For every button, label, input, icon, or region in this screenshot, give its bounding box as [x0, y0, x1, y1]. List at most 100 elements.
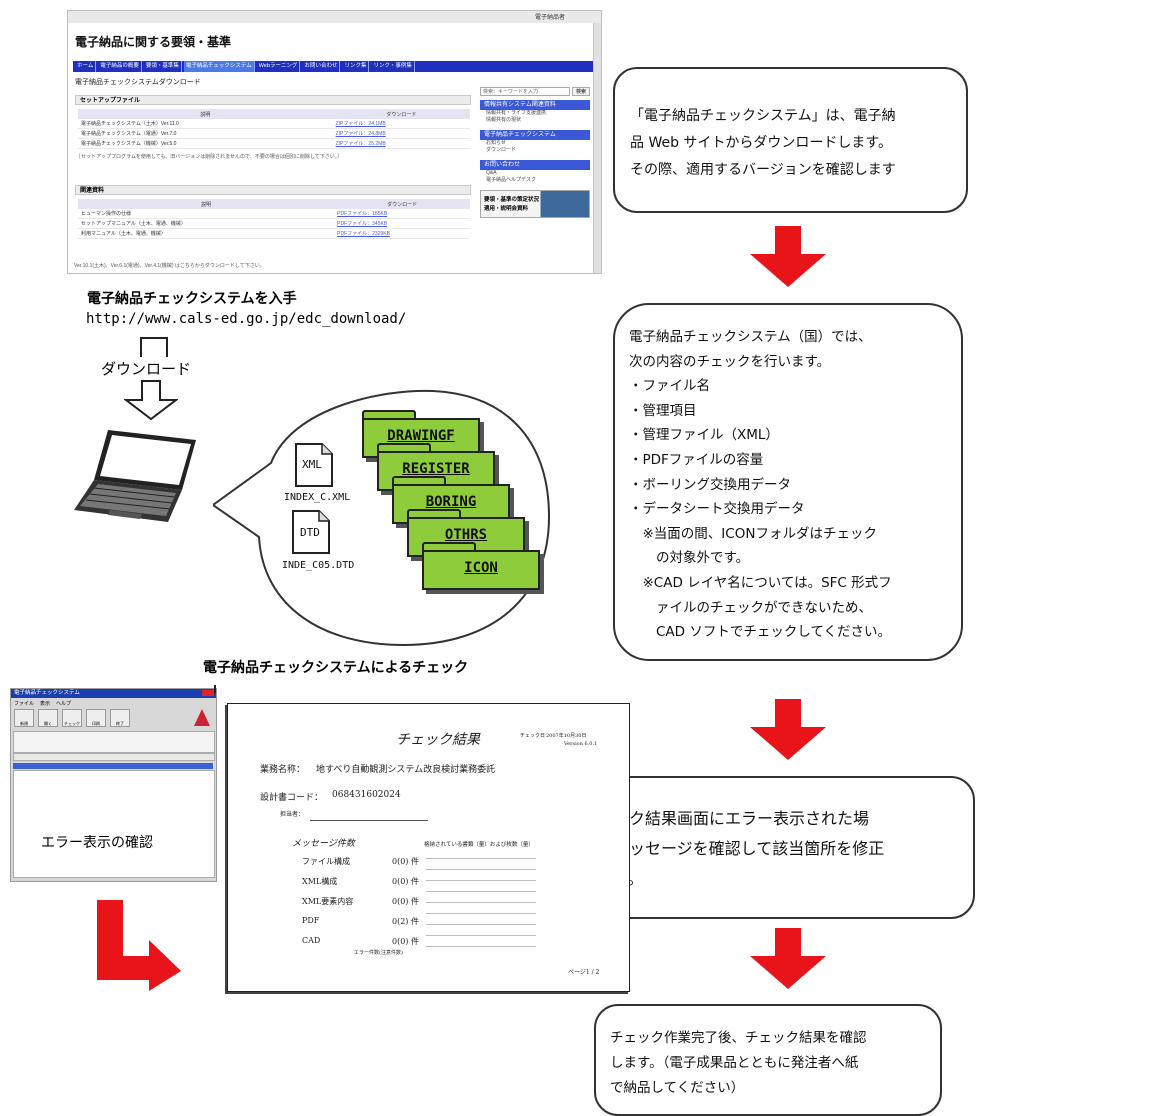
search-input[interactable]: 検索：キーワードを入力 [480, 87, 570, 96]
banner-line: 要領・基準の策定状況 [484, 197, 540, 203]
cursor-mark [214, 685, 216, 693]
sidebar-banner[interactable]: 要領・基準の策定状況 適用・説明会資料 [480, 190, 590, 218]
utility-link[interactable]: 電子納品者 [534, 15, 565, 21]
download-caption: 電子納品チェックシステムを入手 [87, 291, 297, 307]
download-link[interactable]: ZIPファイル：25.2MB [332, 138, 470, 149]
search-button[interactable]: 検索 [572, 87, 590, 96]
dtd-file-icon [292, 510, 330, 554]
row-desc: ヒューマン操作の仕様 [78, 209, 335, 219]
scrollbar[interactable] [593, 23, 601, 273]
menu-file[interactable]: ファイル [14, 701, 35, 707]
col-header-desc: 説明 [78, 199, 335, 209]
callout-line: します。（電子成果品とともに発注者へ紙 [610, 1055, 859, 1071]
callout-line: 品 Web サイトからダウンロードします。 [630, 135, 893, 151]
callout-line: ・管理ファイル（XML） [629, 427, 779, 444]
tool-print-button[interactable]: 印刷 [86, 709, 106, 727]
callout-complete: チェック作業完了後、チェック結果を確認 します。（電子成果品とともに発注者へ紙 … [594, 1004, 942, 1116]
callout-line: チェック結果画面にエラー表示された場 [581, 809, 870, 828]
nav-item[interactable]: 要領・基準集 [144, 61, 182, 72]
sidebar-link[interactable]: 電子納品ヘルプデスク [486, 177, 537, 183]
person-label: 担当者： [280, 811, 305, 818]
app-tabs[interactable] [13, 753, 215, 761]
msg-header: メッセージ件数 [292, 839, 355, 849]
nav-item[interactable]: Webラーニング [257, 61, 301, 72]
close-icon[interactable] [202, 690, 214, 696]
download-link[interactable]: ZIPファイル：24.1MB [332, 119, 470, 129]
msg-footnote: エラー件数(注意件数) [354, 950, 403, 956]
tool-new-button[interactable]: 新規 [14, 709, 34, 727]
sidebar-link[interactable]: ダウンロード [486, 147, 517, 153]
code-label: 設計書コード： [260, 793, 324, 803]
right-header: 格納されている書類（量）および枚数（量） [424, 842, 534, 848]
folder-label: ICON [464, 560, 498, 576]
doc-date-label: チェック日 [520, 733, 546, 739]
check-caption: 電子納品チェックシステムによるチェック [203, 660, 469, 676]
xml-file-icon [295, 443, 333, 487]
callout-line: CAD ソフトでチェックしてください。 [629, 624, 892, 641]
app-titlebar: 電子納品チェックシステム [11, 689, 216, 698]
callout-line: 「電子納品チェックシステム」は、電子納 [630, 108, 896, 124]
sidebar-box-title[interactable]: 情報共有システム関連資料 [480, 100, 590, 110]
nav-item[interactable]: リンク・事例集 [371, 61, 415, 72]
sidebar-link[interactable]: お知らせ [486, 140, 506, 146]
callout-line: ※当面の間、ICONフォルダはチェック [629, 525, 877, 542]
sidebar-box-title[interactable]: お問い合わせ [480, 160, 590, 170]
callout-line: で納品してください） [610, 1080, 745, 1096]
download-label: ダウンロード [101, 360, 192, 378]
sidebar-link[interactable]: Q&A [486, 170, 497, 176]
nav-item[interactable]: 電子納品チェックシステム [183, 61, 255, 72]
download-link[interactable]: ZIPファイル：24.8MB [332, 128, 470, 139]
sidebar-box-title[interactable]: 電子納品チェックシステム [480, 130, 590, 140]
down-arrow-icon [124, 380, 178, 420]
doc-version: Version 6.0.1 [564, 741, 598, 747]
xml-file-name: INDEX_C.XML [284, 492, 351, 503]
msg-name: XML構成 [302, 877, 338, 886]
doc-title: チェック結果 [396, 732, 480, 748]
nav-item[interactable]: 電子納品の概要 [98, 61, 142, 72]
red-down-arrow-icon [750, 226, 826, 287]
row-desc: 電子納品チェックシステム（土木）Ver.11.0 [78, 119, 333, 129]
app-menubar: ファイル 表示 ヘルプ [14, 700, 71, 707]
sidebar-link[interactable]: 情報共有の現状 [486, 117, 522, 123]
msg-name: XML要素内容 [302, 897, 354, 906]
tool-check-button[interactable]: チェック [62, 709, 82, 727]
site-title: 電子納品に関する要領・基準 [75, 35, 232, 49]
nav-item[interactable]: リンク集 [342, 61, 370, 72]
app-toolbar: 新規 開く チェック 印刷 終了 [14, 709, 130, 727]
download-link[interactable]: PDFファイル：2329KB [334, 228, 470, 239]
red-down-arrow-icon [750, 928, 826, 989]
error-display-label: エラー表示の確認 [41, 835, 153, 851]
docs-section-header: 関連資料 [75, 185, 471, 195]
doc-date: 2007年10月30日 [546, 733, 587, 739]
dtd-icon-label: DTD [300, 526, 320, 539]
menu-help[interactable]: ヘルプ [56, 701, 72, 707]
setup-note: ［セットアッププログラムを使用しても、旧バージョンは削除されませんので、不要の場… [76, 154, 343, 160]
callout-line: その際、適用するバージョンを確認します [630, 162, 896, 178]
tool-exit-button[interactable]: 終了 [110, 709, 130, 727]
nav-item[interactable]: ホーム [75, 61, 97, 72]
callout-download: 「電子納品チェックシステム」は、電子納 品 Web サイトからダウンロードします… [613, 67, 968, 213]
callout-line: 合、メッセージを確認して該当箇所を修正 [581, 839, 885, 858]
menu-view[interactable]: 表示 [40, 701, 51, 707]
download-link[interactable]: PDFファイル：345KB [334, 218, 470, 229]
folder-label: BORING [425, 494, 477, 510]
sidebar-link[interactable]: 情報共有・ライフ支援連携 [486, 110, 547, 116]
folder-icon: ICON [422, 542, 540, 592]
nav-item[interactable]: お問い合わせ [302, 61, 341, 72]
callout-line: の対象外です。 [629, 550, 750, 567]
banner-line: 適用・説明会資料 [484, 206, 529, 212]
callout-line: ・PDFファイルの容量 [629, 451, 764, 468]
download-link[interactable]: PDFファイル：155KB [334, 209, 470, 219]
row-desc: 電子納品チェックシステム（電通）Ver.7.0 [78, 128, 333, 139]
download-url[interactable]: http://www.cals-ed.go.jp/edc_download/ [86, 311, 407, 327]
table-row: 利用マニュアル（土木、電通、機械）PDFファイル：2329KB [78, 228, 470, 239]
bracket-shape [140, 337, 168, 357]
msg-name: CAD [302, 936, 321, 945]
tool-open-button[interactable]: 開く [38, 709, 58, 727]
error-list-panel[interactable] [13, 770, 215, 878]
checker-app-window: 電子納品チェックシステム ファイル 表示 ヘルプ 新規 開く チェック 印刷 終… [10, 688, 217, 882]
doc-list-lines [426, 852, 536, 957]
